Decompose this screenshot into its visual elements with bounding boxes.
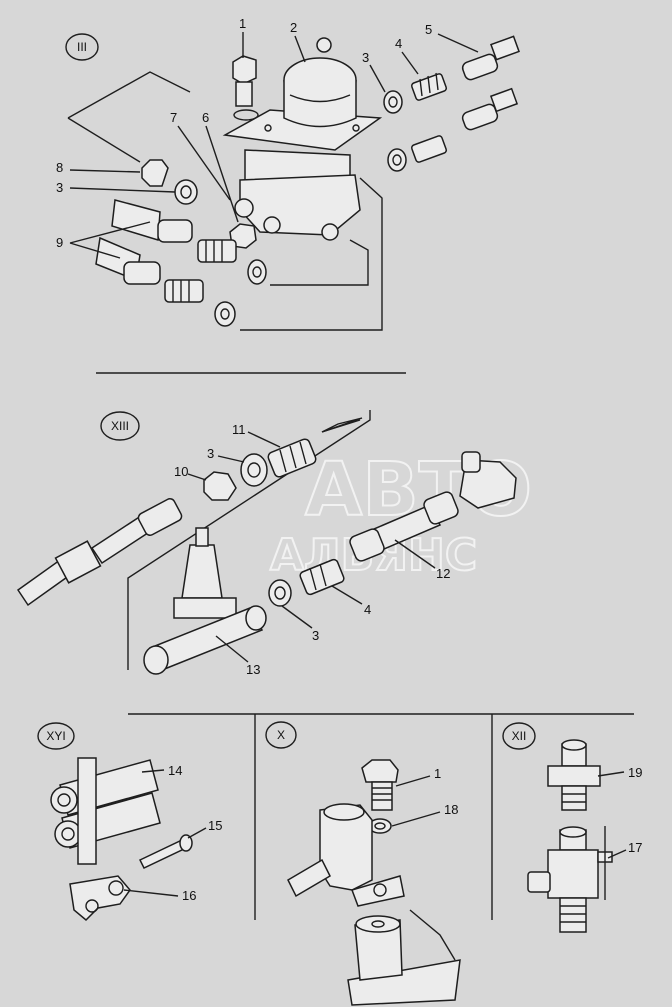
- callout-7: 7: [170, 110, 177, 125]
- washer-left-mid: [247, 259, 267, 285]
- washer-3-xiii-top: [240, 453, 268, 487]
- section-xyi-badge: XYI: [37, 722, 75, 750]
- callout-18: 18: [444, 802, 458, 817]
- union-4: [410, 72, 448, 101]
- fitting-9-lower: [95, 236, 161, 285]
- washer-lower-right: [387, 148, 407, 172]
- fitting-19: [547, 739, 601, 811]
- nut-10: [203, 471, 237, 501]
- callout-4-xiii: 4: [364, 602, 371, 617]
- section-x-badge: X: [265, 721, 297, 749]
- section-xii-assembly: XII 19 17: [502, 722, 642, 933]
- air-pipe: [16, 498, 183, 607]
- washer-3-top: [383, 90, 403, 114]
- callout-3-xiii-bottom: 3: [312, 628, 319, 643]
- callout-19: 19: [628, 765, 642, 780]
- connection-line-right: [240, 177, 383, 331]
- nut-8: [141, 159, 169, 187]
- bolt-1-x: [361, 759, 399, 811]
- callout-15: 15: [208, 818, 222, 833]
- pin-15: [138, 834, 193, 869]
- section-xiii-callouts: 11 3 10 12 4 3 13: [174, 422, 450, 677]
- washer-3-left: [174, 179, 198, 205]
- callout-13: 13: [246, 662, 260, 677]
- callout-3-top: 3: [362, 50, 369, 65]
- union-11: [267, 438, 317, 478]
- callout-14: 14: [168, 763, 182, 778]
- clamp-16: [69, 875, 131, 922]
- section-iii-pointer-line: [67, 71, 191, 119]
- fitting-upper-right: [461, 87, 519, 131]
- section-xyi-assembly: XYI 14 15 16: [37, 722, 222, 922]
- section-xyi-callouts: 14 15 16: [123, 763, 222, 903]
- section-iii-label: III: [77, 40, 87, 54]
- section-iii-badge: III: [65, 33, 99, 61]
- section-xii-label: XII: [512, 729, 527, 743]
- union-left-upper: [197, 239, 237, 263]
- callout-9: 9: [56, 235, 63, 250]
- callout-16: 16: [182, 888, 196, 903]
- callout-17: 17: [628, 840, 642, 855]
- callout-10: 10: [174, 464, 188, 479]
- fitting-9-upper: [111, 199, 193, 243]
- section-iii-assembly: III: [56, 16, 520, 331]
- section-iii-pointer-line-2: [67, 117, 141, 163]
- section-xiii-assembly: XIII: [16, 410, 517, 677]
- brake-valve-body: [222, 37, 383, 241]
- callout-11: 11: [232, 422, 246, 437]
- callout-6: 6: [202, 110, 209, 125]
- section-x-callouts: 1 18: [391, 766, 458, 827]
- bolt-1: [232, 55, 259, 121]
- section-iii-callouts: 1 2 3 4 5 7 6 8 3 9: [56, 16, 479, 259]
- elbow-fitting: [459, 451, 517, 509]
- section-xii-badge: XII: [502, 722, 536, 750]
- callout-1: 1: [239, 16, 246, 31]
- mount-bracket: [287, 803, 405, 907]
- callout-1-x: 1: [434, 766, 441, 781]
- section-xii-callouts: 19 17: [597, 765, 642, 859]
- section-xiii-label: XIII: [111, 419, 129, 433]
- washer-left-low: [214, 301, 236, 327]
- tube-bundle-14: [50, 757, 161, 865]
- tee-valve-13: [143, 527, 267, 675]
- washer-3-xiii-bottom: [268, 579, 292, 607]
- callout-12: 12: [436, 566, 450, 581]
- union-4-xiii: [299, 558, 345, 596]
- union-lower: [410, 135, 448, 163]
- callout-8: 8: [56, 160, 63, 175]
- callout-3-left: 3: [56, 180, 63, 195]
- callout-3-xiii-top: 3: [207, 446, 214, 461]
- base-block: [347, 909, 461, 1006]
- connection-line-mid: [270, 239, 369, 286]
- fitting-5: [461, 35, 520, 81]
- union-left-lower: [164, 279, 204, 303]
- tube-12: [349, 491, 459, 562]
- callout-2: 2: [290, 20, 297, 35]
- section-xyi-label: XYI: [46, 729, 65, 743]
- section-xiii-frame: [127, 410, 371, 670]
- tee-fitting-17: [527, 826, 613, 933]
- section-xiii-badge: XIII: [100, 411, 140, 441]
- section-x-assembly: X 1 18: [265, 721, 461, 1006]
- callout-5: 5: [425, 22, 432, 37]
- section-x-label: X: [277, 728, 285, 742]
- callout-4-top: 4: [395, 36, 402, 51]
- washer-7: [234, 198, 254, 218]
